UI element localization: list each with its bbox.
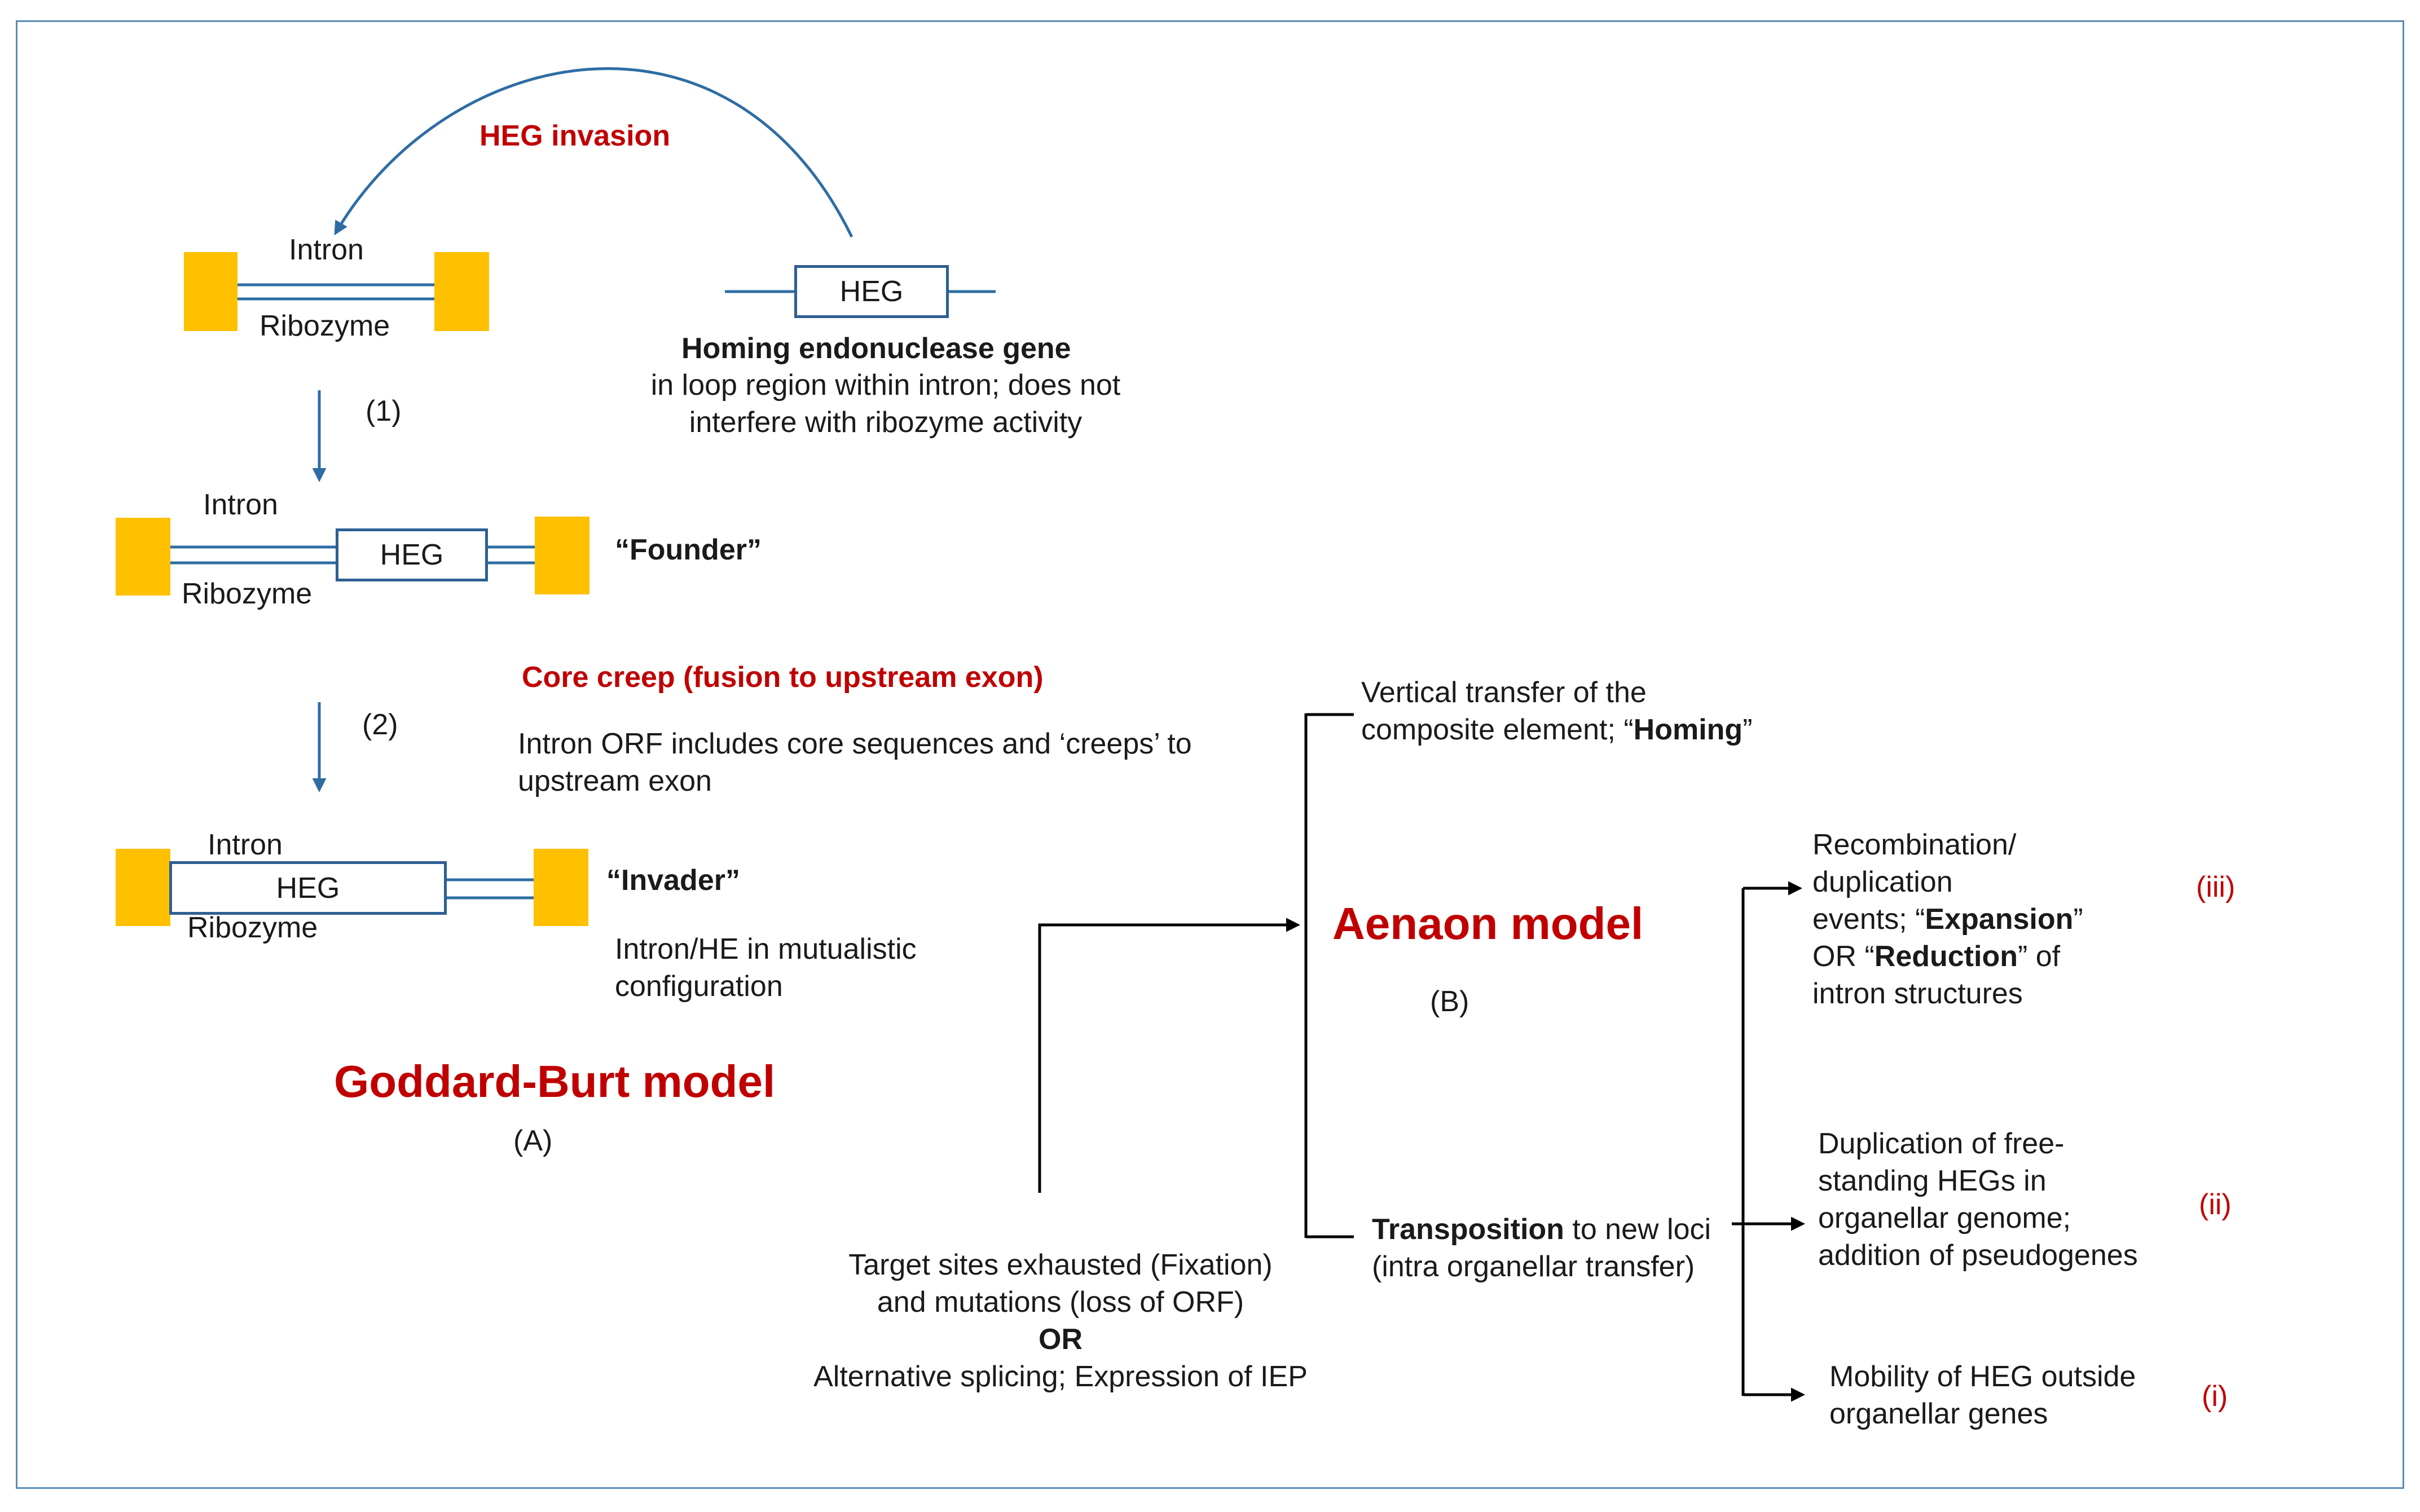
target-line3: Alternative splicing; Expression of IEP [813,1360,1308,1393]
invader-ribozyme-label: Ribozyme [187,911,318,944]
outcome-i-number: (i) [2202,1380,2228,1413]
outcome-ii-number: (ii) [2199,1188,2232,1221]
invader-exon-left [116,849,170,926]
core-creep-label: Core creep (fusion to upstream exon) [522,661,1044,694]
outcome-i-line2: organellar genes [1829,1398,2048,1430]
core-creep-desc-2: upstream exon [518,765,712,797]
founder-exon-left [116,518,170,596]
vertical-transfer-line2: composite element; “Homing” [1361,711,1753,748]
top-ribozyme-label: Ribozyme [259,310,390,342]
heg-invasion-label: HEG invasion [479,120,671,152]
homing-desc-2: interfere with ribozyme activity [689,406,1083,439]
goddard-burt-title: Goddard-Burt model [334,1056,776,1107]
homing-desc-1: in loop region within intron; does not [650,369,1121,402]
transposition-rest: to new loci [1564,1213,1711,1246]
connector-to-aenaon [1038,918,1300,1193]
outcome-ii-line4: addition of pseudogenes [1818,1239,2138,1272]
target-or: OR [1039,1323,1083,1356]
aenaon-title: Aenaon model [1332,898,1644,949]
vertical-transfer-line2-pre: composite element; “ [1361,713,1634,746]
goddard-burt-tag: (A) [513,1125,553,1157]
core-creep-desc-1: Intron ORF includes core sequences and ‘… [518,728,1192,760]
invader-intron-label: Intron [208,828,283,861]
founder-heg-box: HEG [336,528,488,581]
founder-intron-label: Intron [203,488,278,521]
target-line1: Target sites exhausted (Fixation) [848,1249,1273,1281]
top-exon-left [184,252,237,331]
outcome-iii-number: (iii) [2196,871,2236,903]
vertical-transfer-line1: Vertical transfer of the [1361,676,1647,709]
aenaon-tag: (B) [1430,985,1469,1018]
reduction-bold: Reduction [1874,940,2018,973]
outcome-iii-line1: Recombination/ [1812,828,2017,861]
founder-exon-right [535,517,589,594]
invader-heg-box: HEG [169,861,447,915]
transposition-bold: Transposition [1372,1213,1564,1246]
heg-invasion-arc [334,67,853,238]
invader-exon-right [534,849,588,926]
outcome-iii-line4: OR “Reduction” of [1812,938,2060,975]
invader-desc-2: configuration [615,970,783,1003]
founder-ribozyme-label: Ribozyme [182,578,313,610]
vertical-transfer-line2-post: ” [1743,713,1753,746]
outcome-iii-line2: duplication [1812,866,1953,898]
outcome-iii-line3-post: ” [2073,903,2083,936]
outcome-iii-line3: events; “Expansion” [1812,901,2083,938]
homing-bold: Homing [1633,713,1743,746]
free-heg-box: HEG [794,265,949,318]
homing-title: Homing endonuclease gene [681,332,1071,365]
outcome-iii-line3-pre: events; “ [1812,903,1925,936]
invader-desc-1: Intron/HE in mutualistic [615,933,917,966]
outcome-iii-line4-post: ” of [2017,940,2061,973]
top-exon-right [434,252,489,331]
figure-frame [16,20,2404,1489]
outcome-ii-line3: organellar genome; [1818,1202,2071,1235]
expansion-bold: Expansion [1925,903,2074,936]
outcome-i-line1: Mobility of HEG outside [1829,1360,2136,1393]
target-line2: and mutations (loss of ORF) [877,1286,1244,1319]
step2-number: (2) [362,708,398,741]
step1-number: (1) [366,395,402,427]
outcome-iii-line4-pre: OR “ [1812,940,1875,973]
transposition-line1: Transposition to new loci [1372,1211,1711,1248]
outcome-iii-line5: intron structures [1812,977,2023,1010]
outcome-ii-line2: standing HEGs in [1818,1165,2047,1197]
transposition-line2: (intra organellar transfer) [1372,1250,1695,1283]
founder-label: “Founder” [615,534,762,566]
outcome-ii-line1: Duplication of free- [1818,1127,2065,1160]
top-intron-label: Intron [289,233,364,266]
invader-label: “Invader” [606,864,740,897]
